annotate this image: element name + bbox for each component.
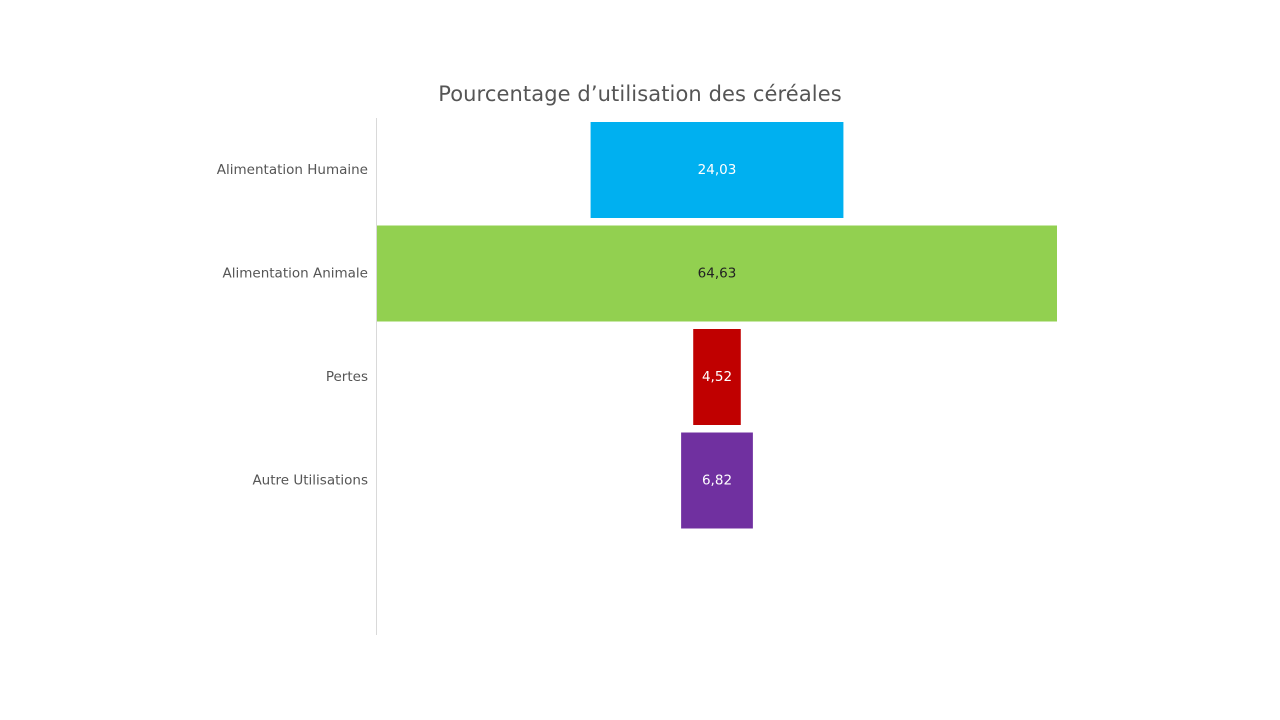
data-label-0: 24,03 <box>698 162 737 178</box>
category-label-1: Alimentation Animale <box>223 266 369 282</box>
bar-1 <box>377 225 1057 322</box>
data-label-1: 64,63 <box>698 266 737 282</box>
category-label-0: Alimentation Humaine <box>217 162 368 178</box>
chart-title: Pourcentage d’utilisation des céréales <box>438 82 842 106</box>
bar-0 <box>590 122 844 218</box>
category-label-2: Pertes <box>326 369 368 385</box>
bar-2 <box>693 329 741 425</box>
data-label-3: 6,82 <box>702 473 732 489</box>
bars-layer <box>377 122 1057 529</box>
category-label-3: Autre Utilisations <box>252 473 368 489</box>
labels-layer: 24,03 Alimentation Humaine 64,63 Alimentati… <box>217 162 737 489</box>
data-label-2: 4,52 <box>702 369 732 385</box>
bar-3 <box>681 432 753 529</box>
